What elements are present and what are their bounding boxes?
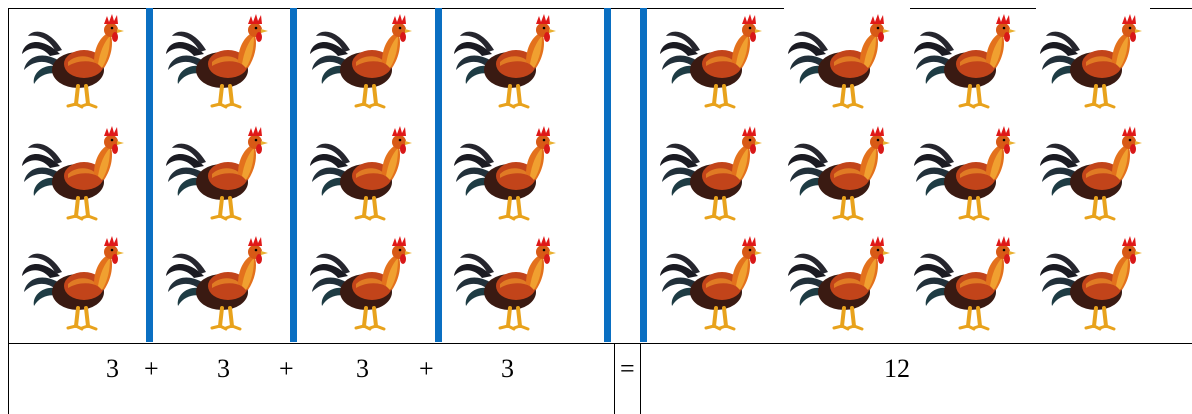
rooster-icon — [912, 228, 1024, 334]
rooster-icon — [20, 118, 132, 224]
rooster-icon — [786, 118, 898, 224]
rooster-icon — [658, 6, 770, 112]
rooster-icon — [164, 6, 276, 112]
group-separator-bar — [146, 8, 153, 342]
rooster-icon — [1038, 118, 1150, 224]
table-row-divider — [8, 343, 1192, 344]
rooster-icon — [164, 228, 276, 334]
plus-sign: + — [144, 354, 159, 383]
rooster-icon — [308, 228, 420, 334]
rooster-icon — [786, 228, 898, 334]
table-border-top-right — [1150, 8, 1192, 9]
plus-sign: + — [279, 354, 294, 383]
plus-sign: + — [419, 354, 434, 383]
rooster-icon — [164, 118, 276, 224]
group-separator-bar — [435, 8, 442, 342]
rooster-icon — [1038, 228, 1150, 334]
rooster-icon — [452, 6, 564, 112]
rooster-icon — [452, 228, 564, 334]
rooster-icon — [1038, 6, 1150, 112]
rooster-icon — [452, 118, 564, 224]
rooster-icon — [912, 118, 1024, 224]
rooster-icon — [912, 6, 1024, 112]
rooster-icon — [658, 118, 770, 224]
table-col-divider-equals-left — [614, 343, 615, 414]
table-border-top-mid — [910, 8, 1036, 9]
group-separator-bar — [604, 8, 611, 342]
equation-term: 3 — [217, 354, 230, 383]
table-border-top-left — [8, 8, 784, 9]
equals-sign: = — [620, 354, 635, 383]
table-border-left — [8, 8, 9, 414]
rooster-icon — [20, 228, 132, 334]
rooster-icon — [308, 6, 420, 112]
group-separator-bar — [290, 8, 297, 342]
equation-term: 3 — [501, 354, 514, 383]
rooster-icon — [786, 6, 898, 112]
equation-term: 3 — [356, 354, 369, 383]
rooster-icon — [308, 118, 420, 224]
equation-result: 12 — [884, 354, 910, 383]
rooster-icon — [658, 228, 770, 334]
rooster-icon — [20, 6, 132, 112]
equation-term: 3 — [106, 354, 119, 383]
group-separator-bar — [640, 8, 647, 342]
table-col-divider-equals-right — [640, 343, 641, 414]
